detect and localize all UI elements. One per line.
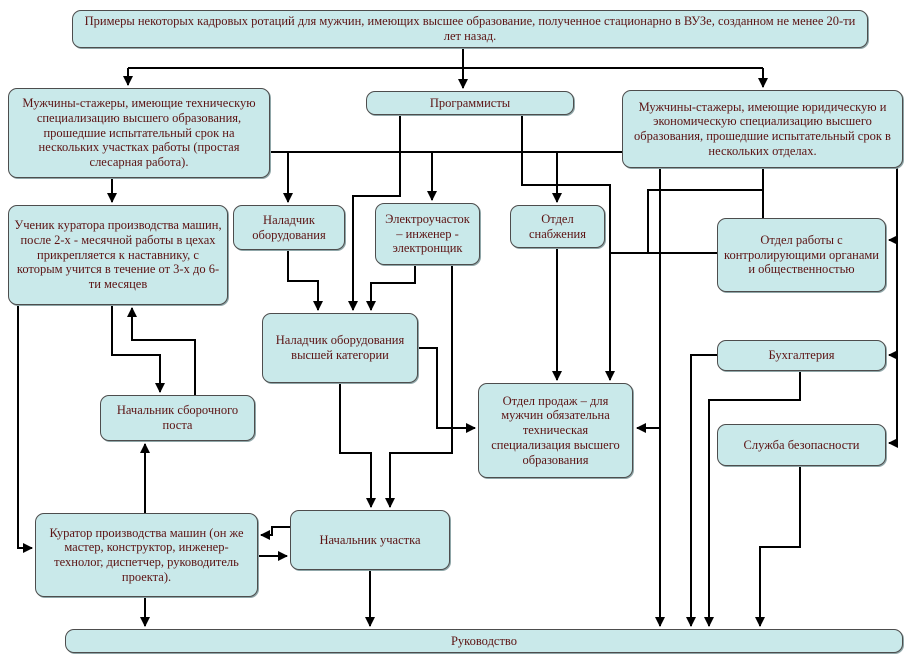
connector-arrow xyxy=(418,347,476,433)
node-regulators-dept: Отдел работы с контролирующими органами … xyxy=(717,218,886,292)
connector-arrow xyxy=(385,265,453,508)
node-programmers: Программисты xyxy=(366,91,574,115)
connector-arrow xyxy=(704,371,801,627)
node-student: Ученик куратора производства машин, посл… xyxy=(8,205,228,305)
connector-arrow xyxy=(521,115,615,381)
node-trainees-tech: Мужчины-стажеры, имеющие техническую спе… xyxy=(8,88,270,178)
node-management: Руководство xyxy=(65,629,903,653)
connector-arrow xyxy=(366,265,416,311)
node-trainees-law: Мужчины-стажеры, имеющие юридическую и э… xyxy=(622,90,903,168)
connector-arrow xyxy=(17,305,33,553)
node-title: Примеры некоторых кадровых ротаций для м… xyxy=(72,10,868,48)
connector-arrow xyxy=(260,526,290,540)
node-curator: Куратор производства машин (он же мастер… xyxy=(35,513,258,597)
node-supply-dept: Отдел снабжения xyxy=(510,205,605,248)
node-accounting: Бухгалтерия xyxy=(717,340,886,371)
node-equipment-adjuster: Наладчик оборудования xyxy=(233,205,345,250)
node-security-service: Служба безопасности xyxy=(717,424,886,466)
node-adjuster-highest: Наладчик оборудования высшей категории xyxy=(262,313,418,383)
connector-arrow xyxy=(287,250,323,311)
connector-arrow xyxy=(111,305,165,393)
connector-arrow xyxy=(888,168,898,448)
node-electro-section: Электроучасток – инженер - электронщик xyxy=(375,203,480,265)
connector-arrow xyxy=(339,383,376,508)
connector-arrow xyxy=(348,115,401,311)
node-sales-dept: Отдел продаж – для мужчин обязательна те… xyxy=(478,383,633,478)
node-assembly-post-chief: Начальник сборочного поста xyxy=(100,395,255,441)
node-section-chief: Начальник участка xyxy=(290,510,450,570)
connector-arrow xyxy=(755,466,801,627)
connector-arrow xyxy=(686,354,717,627)
connector-arrow xyxy=(127,307,196,395)
connector-line xyxy=(647,189,763,253)
